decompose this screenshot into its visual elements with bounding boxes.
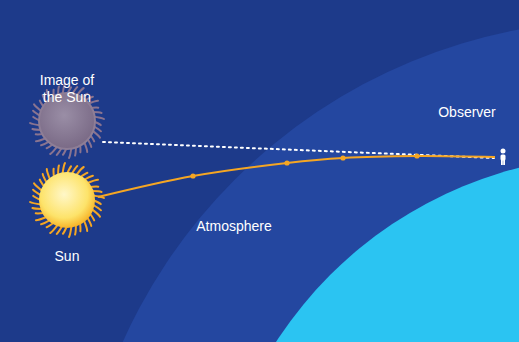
sun — [39, 172, 95, 228]
light-ray — [98, 156, 495, 197]
observer-label: Observer — [427, 104, 507, 121]
atmosphere-band — [75, 20, 519, 342]
ray-points — [190, 153, 419, 178]
atmosphere-label: Atmosphere — [184, 218, 284, 235]
observer-figure — [501, 149, 506, 166]
image-label: Image of the Sun — [29, 72, 105, 106]
sun-corona — [30, 163, 104, 237]
earth — [210, 155, 519, 342]
sun-label: Sun — [37, 248, 97, 265]
